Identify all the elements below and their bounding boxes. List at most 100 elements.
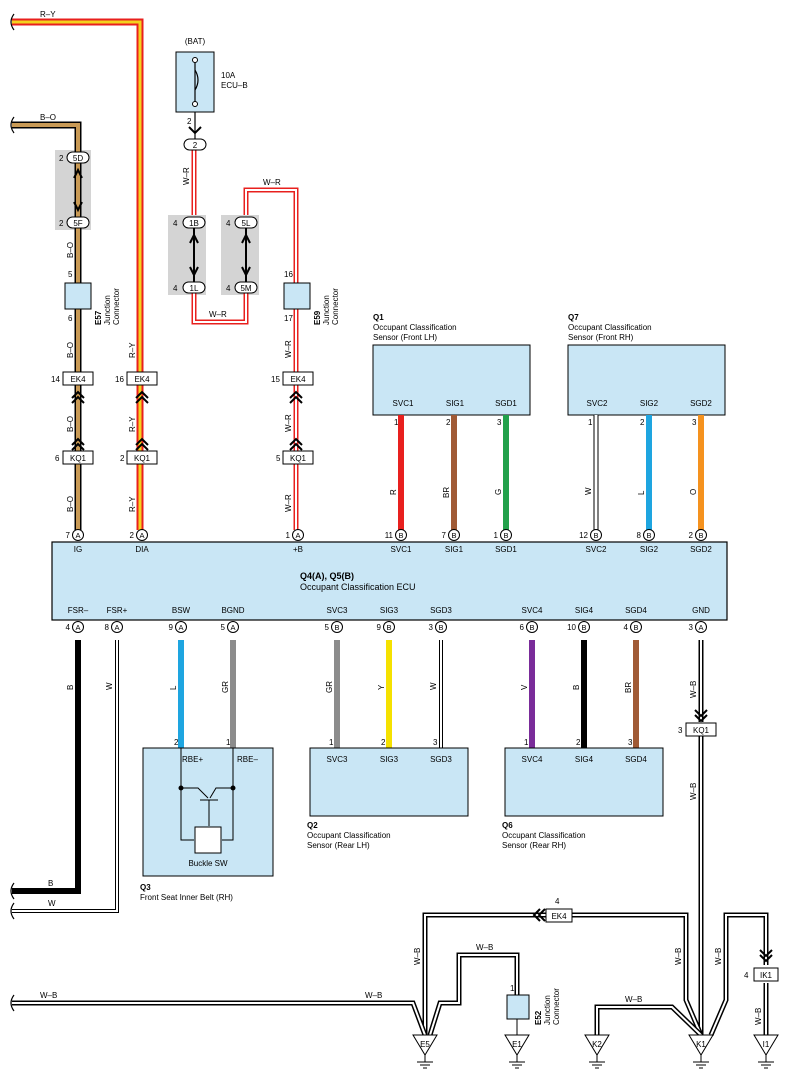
- svg-text:A: A: [178, 623, 183, 632]
- connector-5f: 5F: [66, 216, 90, 229]
- svg-text:A: A: [114, 623, 119, 632]
- wire-label-r-y-2: R–Y: [128, 416, 137, 432]
- pin-5f: 2: [59, 219, 64, 228]
- q6-num-3: 3: [628, 738, 633, 747]
- ek4-bottom-chevrons: [532, 908, 546, 922]
- splice-arrows-1b-1l: [189, 228, 199, 282]
- wire-label-b-bottom: B: [48, 879, 53, 888]
- svg-text:SIG3: SIG3: [380, 606, 399, 615]
- svg-text:IK1: IK1: [760, 971, 773, 980]
- svg-text:B: B: [593, 531, 598, 540]
- svg-text:9: 9: [169, 623, 174, 632]
- ek4-pin-r-y: 16: [115, 375, 124, 384]
- fuse-name-label: ECU–B: [221, 81, 248, 90]
- svg-text:5F: 5F: [73, 219, 82, 228]
- q7-pin-svc2: SVC2: [587, 399, 608, 408]
- wire-label-w-fsr: W: [105, 682, 114, 690]
- svg-text:6: 6: [520, 623, 525, 632]
- connector-kq1-r-y: KQ1: [126, 450, 158, 465]
- connector-ek4-w-r: EK4: [282, 371, 314, 386]
- svg-text:BSW: BSW: [172, 606, 191, 615]
- q6-line2: Sensor (Rear RH): [502, 841, 566, 850]
- wire-label-gr-svc3: GR: [325, 681, 334, 693]
- ecu-subtitle: Occupant Classification ECU: [300, 582, 416, 592]
- svg-text:FSR–: FSR–: [68, 606, 89, 615]
- q1-num-2: 2: [446, 418, 451, 427]
- q6-pin-sgd4: SGD4: [625, 755, 647, 764]
- q6-id: Q6: [502, 821, 513, 830]
- e52-pin: 1: [510, 984, 515, 993]
- q2-line2: Sensor (Rear LH): [307, 841, 370, 850]
- q3-line1: Front Seat Inner Belt (RH): [140, 893, 233, 902]
- svg-text:12: 12: [579, 531, 588, 540]
- q1-num-3: 3: [497, 418, 502, 427]
- wire-label-w-r-2: W–R: [284, 340, 293, 358]
- wire-label-w-b-k1a: W–B: [674, 948, 683, 965]
- q7-num-1: 1: [588, 418, 593, 427]
- ecu-box: [51, 541, 728, 621]
- q2-pin-svc3: SVC3: [327, 755, 348, 764]
- connector-ik1: IK1: [753, 967, 779, 982]
- kq1-gnd-pin: 3: [678, 726, 683, 735]
- pin-5d: 2: [59, 154, 64, 163]
- wire-label-b-o-2: B–O: [66, 342, 75, 358]
- svg-text:A: A: [698, 623, 703, 632]
- e52-line1: Junction: [543, 995, 552, 1025]
- fuse-pin-label: 2: [187, 117, 192, 126]
- e59-id: E59: [313, 310, 322, 325]
- svg-text:EK4: EK4: [134, 375, 150, 384]
- wires-front-sensors: [398, 415, 704, 530]
- svg-text:1L: 1L: [190, 284, 199, 293]
- wire-label-w-r-1: W–R: [182, 167, 191, 185]
- wire-label-w-r-3: W–R: [284, 414, 293, 432]
- svg-text:5D: 5D: [73, 154, 83, 163]
- q7-pin-sgd2: SGD2: [690, 399, 712, 408]
- svg-text:3: 3: [689, 623, 694, 632]
- svg-text:SVC3: SVC3: [327, 606, 348, 615]
- ground-e5: E5: [412, 1034, 438, 1069]
- svg-text:KQ1: KQ1: [70, 454, 87, 463]
- pin-1l: 4: [173, 284, 178, 293]
- kq1-pin-w-r: 5: [276, 454, 281, 463]
- svg-text:B: B: [386, 623, 391, 632]
- q1-line2: Sensor (Front LH): [373, 333, 437, 342]
- svg-text:9: 9: [377, 623, 382, 632]
- svg-text:B: B: [633, 623, 638, 632]
- q3-num-plus: 2: [174, 738, 179, 747]
- wire-label-w-b-e52: W–B: [476, 943, 493, 952]
- q1-sensor-box: [372, 344, 531, 416]
- ecu-top-pin--b: A1+B: [286, 529, 304, 554]
- q3-num-minus: 1: [226, 738, 231, 747]
- e57-id: E57: [94, 310, 103, 325]
- q1-id: Q1: [373, 313, 384, 322]
- wire-label-w-b-i1: W–B: [754, 1008, 763, 1025]
- svg-text:5L: 5L: [242, 219, 251, 228]
- ek4-bottom-pin: 4: [555, 897, 560, 906]
- svg-text:BGND: BGND: [221, 606, 244, 615]
- q7-pin-sig2: SIG2: [640, 399, 659, 408]
- svg-text:5: 5: [221, 623, 226, 632]
- kq1-pin-b-o: 6: [55, 454, 60, 463]
- svg-text:SGD4: SGD4: [625, 606, 647, 615]
- ek4-pin-w-r: 15: [271, 375, 280, 384]
- junction-e59: [283, 282, 311, 310]
- q1-pin-sgd1: SGD1: [495, 399, 517, 408]
- svg-text:A: A: [230, 623, 235, 632]
- wire-w-r: [191, 140, 299, 530]
- q1-pin-sig1: SIG1: [446, 399, 465, 408]
- svg-text:KQ1: KQ1: [693, 726, 710, 735]
- ik1-chevrons: [759, 949, 773, 963]
- svg-text:B: B: [529, 623, 534, 632]
- svg-text:SIG4: SIG4: [575, 606, 594, 615]
- wire-label-w-r-top: W–R: [263, 178, 281, 187]
